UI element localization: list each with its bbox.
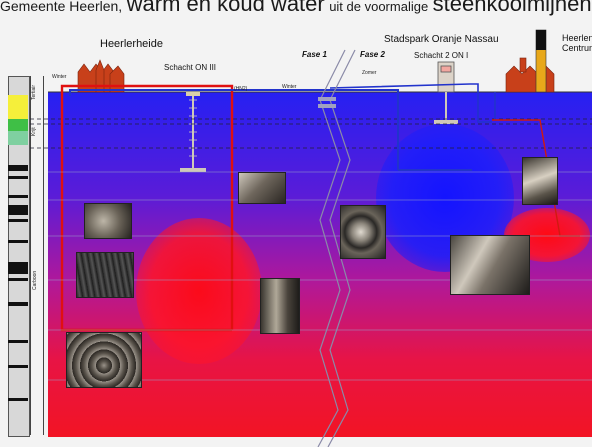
label-zomer: Zomer (362, 70, 377, 76)
label-winter-left: Winter (52, 74, 67, 80)
title-part-3: uit de voormalige (329, 0, 429, 14)
diagram-title: Gemeente Heerlen, warm en koud water uit… (0, 0, 592, 17)
coal-seam (8, 262, 28, 274)
mine-photo-3 (66, 332, 142, 388)
shaft-on3-label: Schacht ON III (164, 63, 217, 72)
coal-seam (8, 398, 28, 401)
mine-photo-6 (340, 205, 386, 259)
headframe-on1 (437, 61, 455, 93)
coal-seam (8, 176, 28, 179)
cold-pipe (69, 89, 472, 171)
building-heerlen-centrum (505, 57, 555, 93)
coal-seam (8, 278, 28, 281)
mine-photo-7 (450, 235, 530, 295)
mine-photo-4 (238, 172, 286, 204)
mine-photo-2 (76, 252, 134, 298)
coal-seam (8, 340, 28, 343)
phase-1-label: Fase 1 (302, 50, 327, 59)
shaft-on3-cap (186, 92, 200, 96)
layer-boundaries (30, 118, 592, 149)
coal-seam (8, 240, 28, 243)
coal-seam (8, 205, 28, 215)
stratum-cretaceous (8, 119, 28, 131)
site-stadspark: Stadspark Oranje Nassau (384, 34, 499, 45)
site-heerlerheide: Heerlerheide (100, 38, 163, 50)
mine-photo-1 (84, 203, 132, 239)
stratum-cretaceous-2 (8, 131, 28, 145)
summer-pipe (329, 83, 496, 123)
stratigraphy-ruler (30, 76, 44, 435)
coal-seam (8, 165, 28, 171)
tower-top (536, 30, 546, 50)
phase-2-label: Fase 2 (360, 50, 385, 59)
coal-seam (8, 219, 28, 222)
site-heerlen-centrum-1: Heerlen (562, 33, 592, 43)
mine-photo-5 (260, 278, 300, 334)
coal-seam (8, 365, 28, 368)
coal-seam (8, 195, 28, 198)
shaft-on1-base (434, 120, 458, 124)
label-winter-mid: Winter (282, 84, 297, 90)
site-heerlen-centrum-2: Centrum (562, 43, 592, 53)
coal-seam (8, 302, 28, 306)
title-part-4: steenkoolmijnen (432, 0, 592, 16)
label-hn2: (HN2) (234, 86, 248, 92)
title-part-2: warm en koud water (126, 0, 325, 16)
phase-marker (318, 104, 336, 108)
phase-marker (318, 97, 336, 101)
shaft-on1-label: Schacht 2 ON I (414, 51, 469, 60)
warm-zone-left (136, 218, 262, 364)
title-part-1: Gemeente Heerlen, (0, 0, 123, 14)
shaft-on3-base (180, 168, 206, 172)
stratum-tertiary (8, 95, 28, 119)
mine-photo-8 (522, 157, 558, 205)
